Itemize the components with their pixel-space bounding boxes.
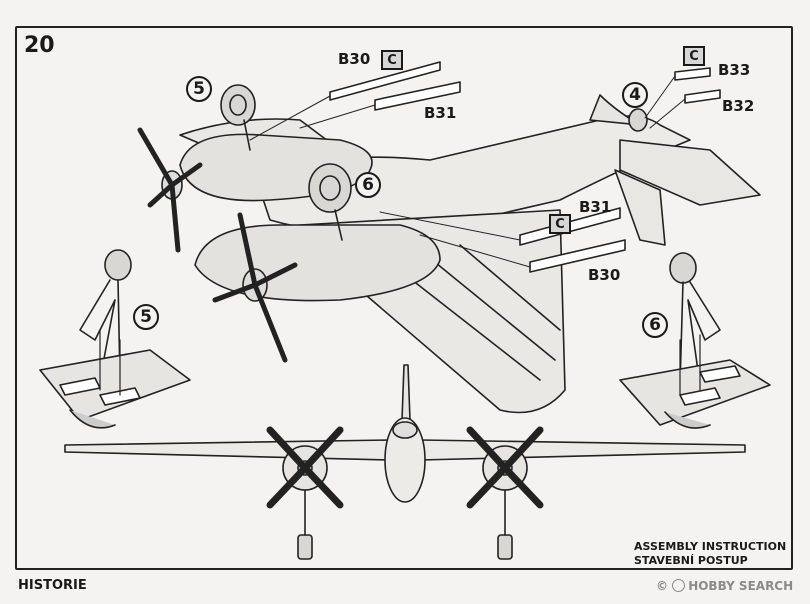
detail-5-drawing <box>39 249 191 429</box>
hobby-search-logo-icon <box>672 579 686 592</box>
part-b33 <box>674 67 711 81</box>
part-b32 <box>684 89 721 104</box>
step-number: 20 <box>24 33 55 58</box>
label-b31-mid: B31 <box>579 198 612 216</box>
watermark-prefix: © <box>656 579 668 593</box>
watermark-text: HOBBY SEARCH <box>688 579 794 593</box>
page-frame <box>15 26 793 570</box>
assembly-line-1: ASSEMBLY INSTRUCTION <box>634 540 787 553</box>
wheel-5 <box>220 84 256 151</box>
front-view <box>64 364 746 560</box>
c-box-top: C <box>381 50 403 70</box>
label-b30-mid: B30 <box>588 266 621 284</box>
horizontal-tail <box>619 139 761 206</box>
label-b32: B32 <box>722 97 755 115</box>
wheel-6 <box>308 163 352 241</box>
part-b30-mid <box>529 239 626 273</box>
label-b33: B33 <box>718 61 751 79</box>
footer-brand: HISTORIE <box>18 578 87 593</box>
detail-callout-6: 6 <box>642 312 668 338</box>
part-b31-top <box>374 81 461 111</box>
assembly-instruction: ASSEMBLY INSTRUCTION STAVEBNÍ POSTUP <box>634 540 786 568</box>
part-b30-top <box>329 61 441 101</box>
propeller-near <box>212 212 298 363</box>
assembly-line-2: STAVEBNÍ POSTUP <box>634 554 748 567</box>
c-box-mid: C <box>549 214 571 234</box>
label-b30-top: B30 <box>338 50 371 68</box>
c-box-right: C <box>683 46 705 66</box>
detail-6-drawing <box>619 252 771 429</box>
callout-4: 4 <box>622 82 648 108</box>
label-b31-top: B31 <box>424 104 457 122</box>
tail-wheel <box>628 108 648 132</box>
propeller-far <box>137 127 203 253</box>
watermark: © HOBBY SEARCH <box>656 579 793 593</box>
callout-6: 6 <box>355 172 381 198</box>
detail-callout-5: 5 <box>133 304 159 330</box>
callout-5: 5 <box>186 76 212 102</box>
